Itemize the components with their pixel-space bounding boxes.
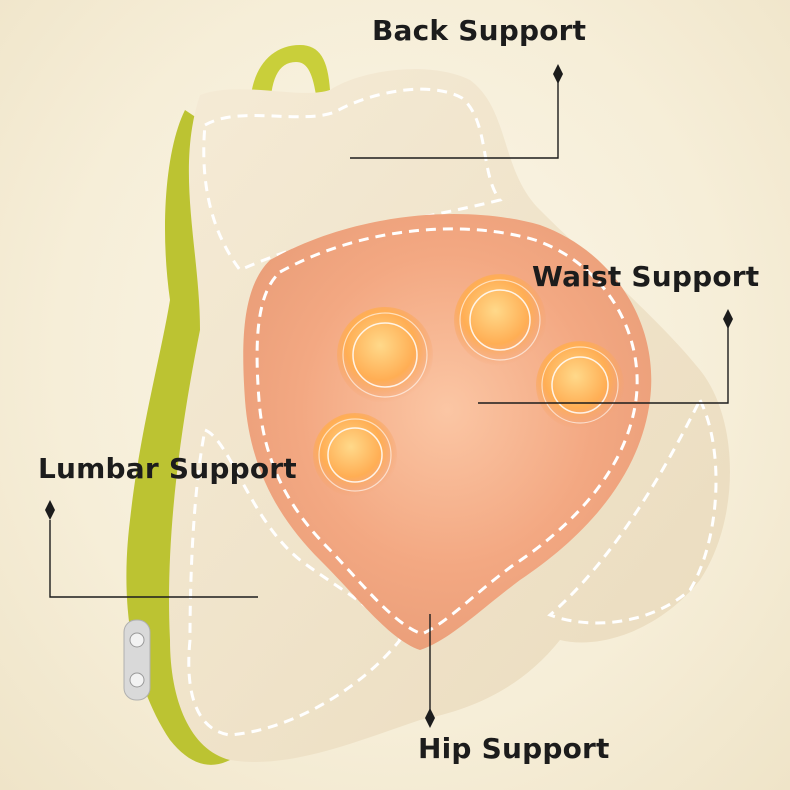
back-support-label: Back Support [372, 14, 587, 47]
waist-support-label: Waist Support [532, 260, 760, 293]
mesh-stitch [255, 227, 639, 636]
stitch-back [202, 87, 503, 272]
callout-markers [45, 64, 733, 728]
lumbar-support-label: Lumbar Support [38, 452, 297, 485]
callout-lines [49, 80, 729, 710]
hip-support-label: Hip Support [418, 732, 610, 765]
stitch-lumbar [187, 427, 402, 737]
massage-nodes [313, 274, 624, 497]
mesh-panel [243, 214, 652, 651]
control-buttons [123, 619, 151, 701]
stitch-right [547, 396, 718, 625]
